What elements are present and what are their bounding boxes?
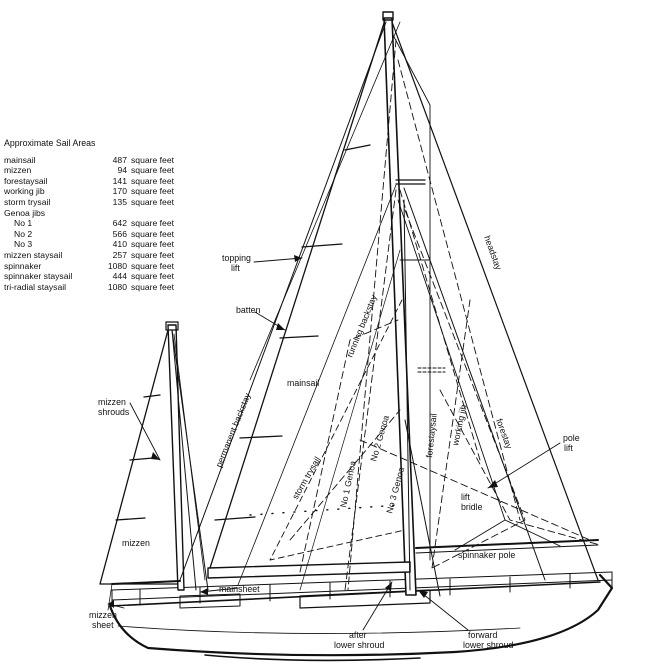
working-jib-sail (392, 34, 431, 561)
sail-area-value: 94 (117, 165, 127, 176)
sail-name: tri-radial staysail (4, 281, 67, 292)
sail-area-value: 135 (112, 196, 127, 207)
label-pointers (107, 257, 561, 631)
sail-area-row: spinnaker staysail 444 square feet (4, 271, 174, 282)
mizzen-shrouds-label-1: mizzen (98, 397, 126, 407)
spinnaker-pole-label: spinnaker pole (458, 550, 515, 560)
sail-area-row: No 3 410 square feet (4, 239, 174, 250)
pole-lift-line (397, 199, 561, 551)
sail-area-unit: square feet (131, 249, 174, 260)
sail-area-value: 566 (112, 228, 127, 239)
sail-area-row: No 2 566 square feet (4, 229, 174, 240)
mizzen-sheet-line (107, 583, 113, 611)
storm-trysail-sail (269, 299, 406, 561)
mizzen-shrouds-lines (171, 329, 209, 591)
topping-lift-label-2: lift (231, 263, 240, 273)
forestaysail-label: forestaysail (424, 413, 439, 458)
sail-area-row: Genoa jibs (4, 208, 174, 219)
sail-name: storm trysail (4, 196, 51, 207)
hull (108, 573, 614, 662)
main-boom (207, 561, 411, 579)
pole-lift-label-1: pole (563, 433, 580, 443)
working-jib-label: working jib (450, 404, 469, 448)
storm-trysail-label: storm trysail (290, 455, 322, 501)
sail-area-value: 1080 (107, 260, 127, 271)
sail-name: No 1 (14, 218, 33, 229)
shrouds (299, 199, 441, 597)
sail-name: No 3 (14, 239, 33, 250)
forestay-line (403, 187, 546, 581)
sail-area-unit: square feet (131, 228, 174, 239)
sail-areas-rows: mainsail 487 square feet mizzen 94 square fee… (4, 155, 174, 293)
sail-area-row: mainsail 487 square feet (4, 155, 174, 166)
after-lower-shroud-label-2: lower shroud (334, 640, 384, 650)
sail-area-value: 1080 (107, 281, 127, 292)
sail-name: spinnaker (4, 260, 42, 271)
sail-area-unit: square feet (131, 196, 174, 207)
sail-area-unit: square feet (131, 165, 174, 176)
sail-area-value: 170 (112, 186, 127, 197)
sail-area-unit: square feet (131, 154, 174, 165)
mizzen-sheet-label-2: sheet (92, 620, 114, 630)
headstay-line (391, 21, 599, 581)
forward-lower-shroud-label-1: forward (468, 630, 497, 640)
lift-bridle-label-1: lift (461, 492, 470, 502)
mainsail-sail (209, 19, 401, 569)
headstay-label: headstay (482, 234, 504, 272)
no1-genoa-label: No 1 Genoa (338, 460, 358, 509)
sail-name: working jib (4, 186, 45, 197)
mizzen-shrouds-label-2: shrouds (98, 407, 130, 417)
sail-area-unit: square feet (131, 260, 174, 271)
mainsail-label: mainsail (287, 378, 319, 388)
running-backstay-line (237, 184, 397, 586)
mizzen-label: mizzen (122, 538, 150, 548)
pointer-arrowheads (108, 255, 498, 608)
sail-area-value: 410 (112, 239, 127, 250)
sail-areas-title: Approximate Sail Areas (4, 138, 96, 148)
sail-area-value: 141 (112, 175, 127, 186)
permanent-backstay-line (179, 21, 387, 581)
sail-areas-table: Approximate Sail Areas mainsail 487 square… (4, 138, 174, 292)
no2-genoa-label: No 2 Genoa (368, 414, 391, 462)
spinnaker-pole-spar (415, 539, 599, 554)
sail-area-row: spinnaker 1080 square feet (4, 261, 174, 272)
sail-area-unit: square feet (131, 218, 174, 229)
sail-name: mizzen (4, 165, 32, 176)
sail-name: mizzen staysail (4, 249, 63, 260)
sail-area-row: forestaysail 141 square feet (4, 176, 174, 187)
sail-name: No 2 (14, 228, 33, 239)
sail-area-unit: square feet (131, 175, 174, 186)
sail-area-row: storm trysail 135 square feet (4, 197, 174, 208)
sail-area-value: 444 (112, 271, 127, 282)
pole-lift-label-2: lift (564, 443, 573, 453)
sail-area-row: tri-radial staysail 1080 square feet (4, 282, 174, 293)
batten-label: batten (236, 305, 261, 315)
topping-lift-label-1: topping (222, 253, 251, 263)
genoa-outlines (289, 39, 601, 591)
sail-name: forestaysail (4, 175, 48, 186)
sail-name: Genoa jibs (4, 207, 46, 218)
lift-bridle-label-2: bridle (461, 502, 483, 512)
permanent-backstay-label: permanent backstay (214, 391, 253, 469)
mainsheet-label: mainsheet (219, 584, 260, 594)
sail-area-row: working jib 170 square feet (4, 186, 174, 197)
mizzen-mast (165, 321, 185, 591)
sail-area-row: mizzen staysail 257 square feet (4, 250, 174, 261)
sail-area-value: 642 (112, 218, 127, 229)
after-lower-shroud-label-1: after (349, 630, 367, 640)
sail-area-unit: square feet (131, 271, 174, 282)
sail-name: mainsail (4, 154, 36, 165)
forward-lower-shroud-label-2: lower shroud (463, 640, 513, 650)
sail-area-value: 257 (112, 249, 127, 260)
sail-area-unit: square feet (131, 281, 174, 292)
sail-area-value: 487 (112, 154, 127, 165)
sail-name: spinnaker staysail (4, 271, 73, 282)
mizzen-sheet-label-1: mizzen (89, 610, 117, 620)
dotted-guide (249, 504, 401, 516)
sail-area-row: mizzen 94 square feet (4, 165, 174, 176)
sail-area-unit: square feet (131, 239, 174, 250)
sail-area-row: No 1 642 square feet (4, 218, 174, 229)
sail-area-unit: square feet (131, 186, 174, 197)
